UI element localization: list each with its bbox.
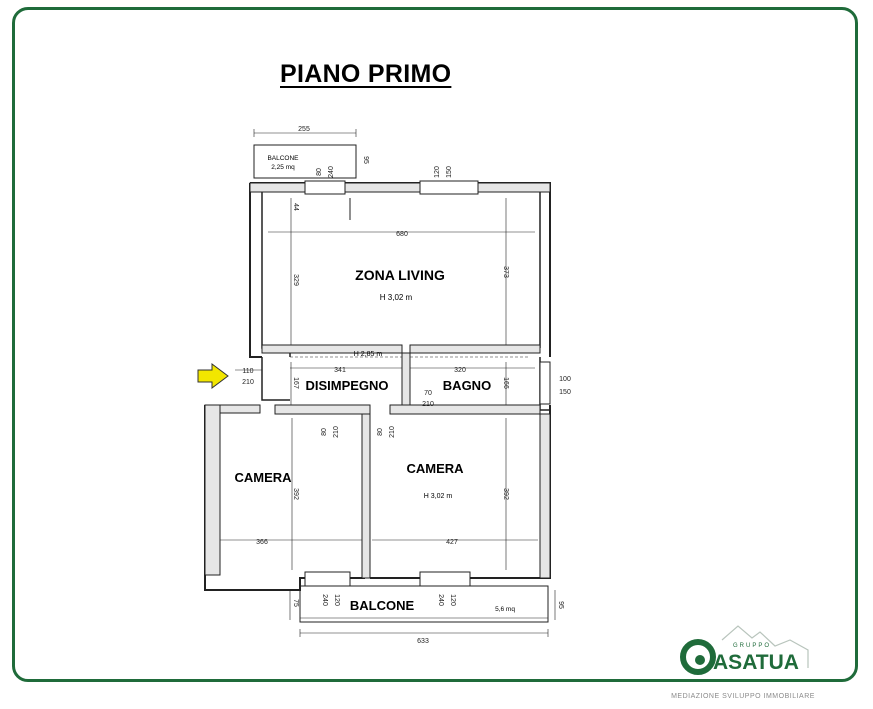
dim-balcony-right-depth: 95 [557, 601, 564, 609]
dim-bagno-window-h: 150 [559, 389, 571, 396]
dim-entry-h: 210 [242, 379, 254, 386]
dim-window-top-right-h: 150 [446, 166, 453, 178]
dim-bagno-width: 320 [454, 367, 466, 374]
dim-bagno-window-w: 100 [559, 376, 571, 383]
room-height-zona-living: H 3,02 m [380, 293, 413, 302]
dim-balcony-right-door-h: 120 [449, 594, 456, 606]
dim-bagno-height: 166 [502, 377, 509, 389]
room-label-balcone-top: BALCONE [267, 155, 299, 162]
room-area-balcone-top: 2,25 mq [271, 164, 295, 171]
dim-camera-right-door-w: 80 [377, 428, 384, 436]
dim-window-top-left-h: 240 [328, 166, 335, 178]
room-label-zona-living: ZONA LIVING [355, 267, 445, 283]
dim-bagno-door-w: 70 [424, 390, 432, 397]
dim-bagno-door-h: 210 [422, 401, 434, 408]
plan-title: PIANO PRIMO [280, 60, 452, 88]
dim-living-left-small: 44 [292, 203, 299, 211]
dim-balcony-right-door-w: 240 [437, 594, 444, 606]
logo-brand: ASATUA [713, 651, 799, 674]
room-label-disimpegno: DISIMPEGNO [305, 378, 388, 393]
asatua-logo: GRUPPO ASATUA MEDIAZIONE SVILUPPO IMMOBI… [671, 625, 815, 700]
top-balcony-outline [253, 144, 357, 179]
room-height-disimpegno: H 2,85 m [354, 351, 383, 358]
dim-balcony-left-door-h: 120 [333, 594, 340, 606]
dim-balcony-left-door-w: 240 [321, 594, 328, 606]
dim-camera-right-width: 427 [446, 539, 458, 546]
room-label-camera-left: CAMERA [234, 470, 292, 485]
room-label-balcone-bottom: BALCONE [350, 598, 415, 613]
logo-tagline: MEDIAZIONE SVILUPPO IMMOBILIARE [671, 693, 815, 700]
dim-window-top-left-w: 80 [316, 168, 323, 176]
dim-camera-left-door-h: 210 [333, 426, 340, 438]
dim-entry-w: 110 [242, 368, 253, 375]
dim-camera-right-height: 392 [502, 488, 509, 500]
bottom-balcony-outline [299, 585, 549, 623]
dim-corridor-height: 167 [292, 377, 299, 389]
dim-camera-left-width: 366 [256, 539, 268, 546]
dim-balcony-left-depth: 75 [292, 599, 299, 607]
logo-group: GRUPPO [733, 643, 771, 649]
house-outline-icon [721, 625, 809, 668]
dim-camera-left-height: 392 [292, 488, 299, 500]
dim-living-right-height: 373 [502, 266, 509, 278]
dim-living-left-height: 329 [292, 274, 299, 286]
room-label-bagno: BAGNO [443, 378, 491, 393]
room-height-camera-right: H 3,02 m [424, 493, 453, 500]
dim-top-balcony-right: 95 [362, 156, 369, 164]
dim-corridor-width: 341 [334, 367, 346, 374]
dim-top-balcony-width: 255 [298, 126, 310, 133]
room-label-camera-right: CAMERA [406, 461, 464, 476]
entry-arrow-icon [197, 363, 229, 389]
dim-window-top-right-w: 120 [434, 166, 441, 178]
room-area-balcone-bottom: 5,6 mq [495, 606, 515, 613]
dim-living-width: 680 [396, 231, 408, 238]
page-frame [12, 7, 858, 682]
dim-camera-right-door-h: 210 [389, 426, 396, 438]
dim-balcony-width: 633 [417, 638, 429, 645]
dim-camera-left-door-w: 80 [321, 428, 328, 436]
